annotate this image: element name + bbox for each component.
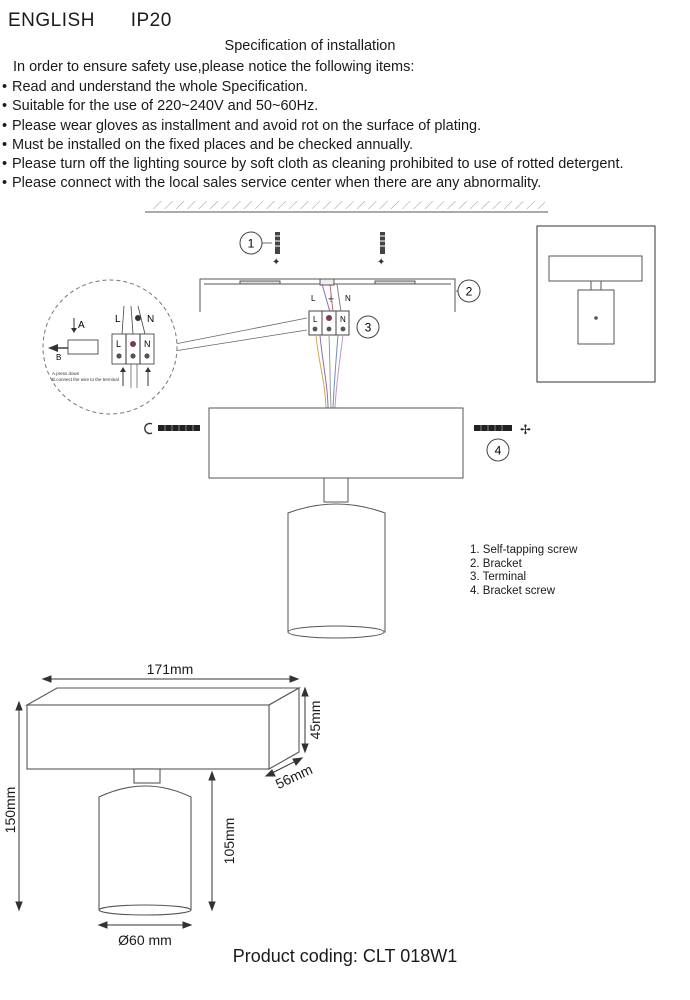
dim-depth-label: 56mm — [273, 761, 315, 792]
product-coding-label: Product coding: — [232, 946, 358, 966]
callout-4-label: 4 — [495, 444, 502, 458]
dim-body-height-label: 45mm — [307, 701, 323, 740]
spec-items: Read and understand the whole Specificat… — [2, 78, 624, 194]
self-tapping-screw-icon: ✦ — [272, 232, 281, 268]
svg-text:L: L — [116, 339, 121, 349]
legend-item: 3. Terminal — [470, 571, 527, 584]
dim-cylinder-height-label: 105mm — [221, 818, 237, 865]
language-label: ENGLISH — [8, 10, 95, 31]
svg-text:N: N — [340, 315, 346, 324]
legend-item: 2. Bracket — [470, 557, 522, 570]
svg-text:L: L — [115, 314, 121, 325]
spec-item: Read and understand the whole Specificat… — [2, 78, 624, 97]
callout-4 — [486, 438, 510, 462]
wiring-detail-inset: A L N B L N A.press down B.connect the w… — [42, 279, 178, 415]
bracket-screw-icon — [144, 422, 200, 435]
spec-title: Specification of installation — [224, 38, 396, 54]
spec-item: Must be installed on the fixed places an… — [2, 136, 624, 155]
svg-text:✢: ✢ — [520, 422, 531, 437]
callout-2-label: 2 — [466, 285, 473, 299]
ip-rating: IP20 — [130, 10, 172, 31]
inset-label-a: A — [78, 320, 85, 331]
spec-item: Please turn off the lighting source by s… — [2, 155, 624, 174]
bracket-screw-icon: ✢ — [474, 422, 531, 437]
legend-item: 4. Bracket screw — [470, 584, 555, 597]
inset-note-1: A.press down — [52, 371, 80, 376]
callout-3 — [356, 315, 380, 339]
self-tapping-screw-icon: ✦ — [377, 232, 386, 268]
callout-3-label: 3 — [365, 321, 372, 335]
dim-total-height-label: 150mm — [2, 787, 18, 834]
installation-diagram: ✦ ✦ 1 2 L ⏚ N L N 3 — [42, 201, 656, 639]
product-coding: Product coding: CLT 018W1 — [0, 946, 690, 967]
spec-item: Suitable for the use of 220~240V and 50~… — [2, 97, 624, 116]
spec-intro: In order to ensure safety use,please not… — [13, 59, 415, 75]
dim-width-label: 171mm — [147, 661, 194, 677]
ceiling-hatch — [145, 201, 548, 213]
product-code: CLT 018W1 — [362, 946, 458, 966]
svg-text:N: N — [144, 339, 151, 349]
bracket — [199, 278, 456, 312]
callout-1-label: 1 — [248, 237, 255, 251]
inset-note-2: B.connect the wire to the terminal — [52, 377, 119, 382]
terminal-block: L N — [308, 310, 350, 336]
svg-text:✦: ✦ — [272, 257, 280, 268]
dimension-lamp-outline — [24, 687, 302, 916]
terminal-label-earth: ⏚ — [327, 294, 335, 303]
spec-item: Please connect with the local sales serv… — [2, 174, 624, 193]
document-header: ENGLISH IP20 — [8, 10, 172, 32]
legend-item: 1. Self-tapping screw — [470, 544, 578, 556]
parts-legend: 1. Self-tapping screw 2. Bracket 3. Term… — [470, 544, 577, 598]
terminal-label-n: N — [345, 294, 351, 303]
svg-text:L: L — [313, 315, 318, 324]
svg-text:✦: ✦ — [377, 257, 385, 268]
terminal-label-l: L — [311, 294, 316, 303]
lamp-preview-box — [536, 225, 656, 383]
spec-item: Please wear gloves as installment and av… — [2, 117, 624, 136]
lamp-body — [208, 407, 464, 639]
inset-label-b: B — [56, 353, 61, 362]
svg-text:N: N — [147, 314, 154, 325]
